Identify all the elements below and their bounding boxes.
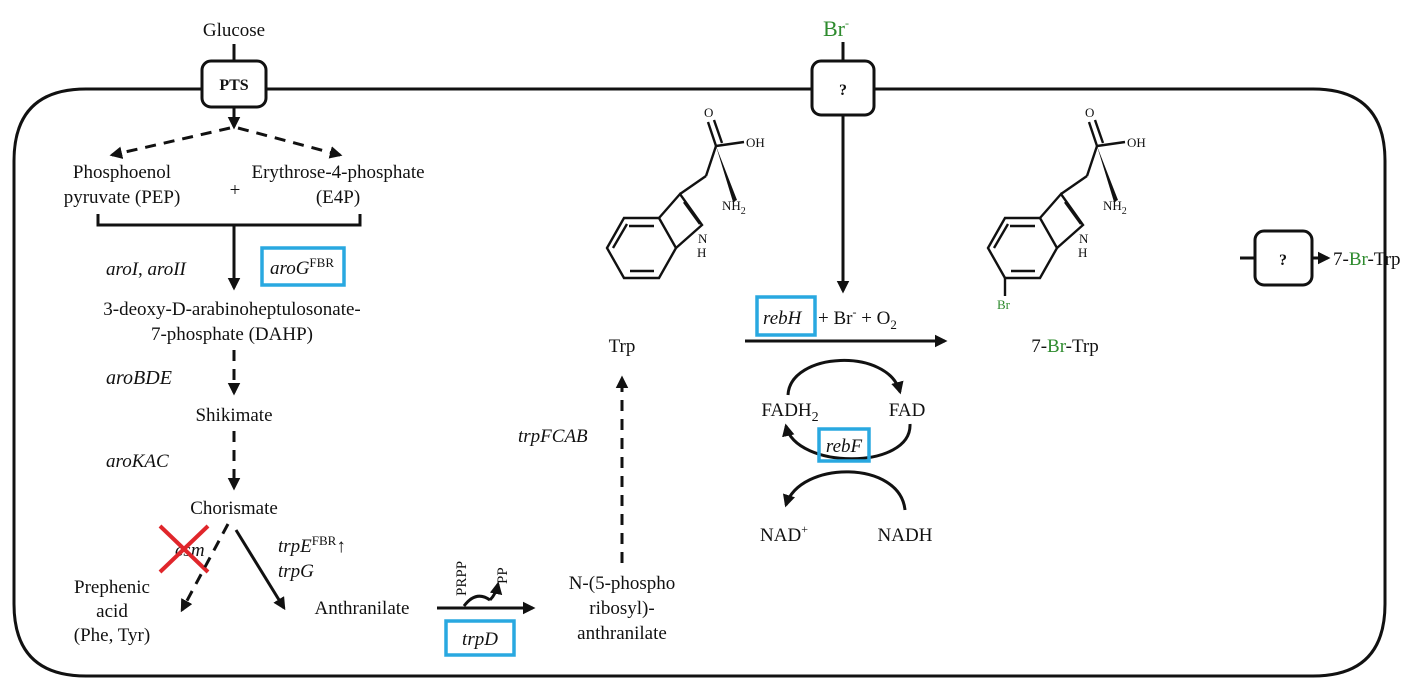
gene-trpe-fbr: trpEFBR↑ (278, 533, 346, 557)
svg-text:N: N (698, 231, 708, 246)
glucose-label: Glucose (203, 20, 265, 41)
anthranilate-label: Anthranilate (315, 598, 410, 619)
to-prephenic-arrow (180, 523, 230, 613)
svg-text:O: O (704, 105, 713, 120)
pra-label-2: ribosyl)- (589, 598, 654, 619)
gene-trpd: trpD (462, 629, 498, 650)
to-anthranilate-arrow (234, 529, 286, 611)
pp-label: PP (495, 567, 511, 584)
cell-membrane (12, 87, 1387, 678)
gene-arokac: aroKAC (106, 451, 169, 472)
svg-text:N: N (1079, 231, 1089, 246)
gene-aroi-aroii: aroI, aroII (106, 259, 188, 280)
reaction-cofactors: + Br- + O2 (818, 305, 897, 332)
svg-text:NH2: NH2 (1103, 198, 1127, 217)
svg-text:NH2: NH2 (722, 198, 746, 217)
prephenic-label-1: Prephenic (74, 577, 150, 598)
fadh2-label: FADH2 (761, 400, 818, 425)
gene-arobde: aroBDE (106, 367, 172, 389)
plus-sign: + (230, 180, 241, 201)
svg-text:H: H (697, 245, 706, 260)
gene-rebf: rebF (826, 436, 863, 457)
fad-label: FAD (889, 400, 926, 421)
fadh2-to-fad-curve (786, 359, 904, 396)
shikimate-label: Shikimate (195, 405, 272, 426)
trp-label: Trp (609, 336, 636, 357)
pep-label-1: Phosphoenol (73, 162, 171, 183)
bromide-label: Br- (823, 16, 849, 41)
prpp-label: PRPP (454, 561, 470, 596)
rebh-box (755, 295, 817, 337)
svg-text:OH: OH (746, 135, 765, 150)
nadh-to-nad-curve (783, 470, 907, 511)
gene-trpg: trpG (278, 561, 314, 582)
prephenic-label-3: (Phe, Tyr) (74, 625, 150, 646)
pp-curve (488, 581, 503, 602)
product-label: 7-Br-Trp (1031, 336, 1099, 357)
pep-label-2: pyruvate (PEP) (64, 187, 181, 208)
bromide-transporter-label: ? (839, 82, 847, 99)
gene-trpfcab: trpFCAB (518, 426, 588, 447)
prpp-curve (462, 594, 491, 607)
pts-label: PTS (219, 77, 248, 94)
tryptophan-structure: O OH NH2 N H (605, 105, 765, 280)
substrate-bracket (96, 214, 362, 227)
pra-label-3: anthranilate (577, 623, 667, 644)
br-substituent: Br (997, 297, 1011, 312)
to-pep-arrow (109, 126, 231, 159)
svg-text:OH: OH (1127, 135, 1146, 150)
gene-rebh: rebH (763, 308, 803, 329)
trpd-box (444, 619, 516, 657)
gene-arog-fbr: aroGFBR (270, 255, 334, 279)
prephenic-label-2: acid (96, 601, 128, 622)
knockout-cross-b (158, 524, 210, 574)
bromotryptophan-structure: O OH NH2 N H Br (986, 105, 1146, 312)
export-transporter-label: ? (1279, 252, 1287, 269)
dahp-label-1: 3-deoxy-D-arabinoheptulosonate- (103, 299, 360, 320)
chorismate-label: Chorismate (190, 498, 278, 519)
to-e4p-arrow (237, 126, 343, 159)
svg-text:H: H (1078, 245, 1087, 260)
pra-label-1: N-(5-phospho (569, 573, 676, 594)
rebf-box (817, 427, 871, 463)
arog-fbr-box (260, 246, 346, 287)
nadh-label: NADH (878, 525, 933, 546)
fad-to-fadh2-curve (782, 423, 912, 461)
svg-text:O: O (1085, 105, 1094, 120)
export-product-label: 7-Br-Trp (1333, 249, 1401, 270)
nad-label: NAD+ (760, 522, 808, 546)
e4p-label-1: Erythrose-4-phosphate (251, 162, 424, 183)
e4p-label-2: (E4P) (316, 187, 360, 208)
dahp-label-2: 7-phosphate (DAHP) (151, 324, 313, 345)
